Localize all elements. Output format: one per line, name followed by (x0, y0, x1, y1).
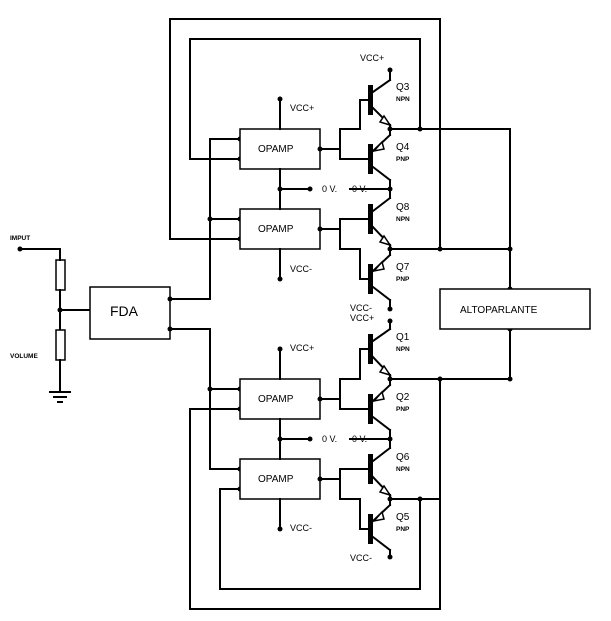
input-label: IMPUT (10, 235, 30, 242)
transistor-q1: Q1 NPN (359, 320, 410, 377)
svg-text:VCC+: VCC+ (290, 103, 314, 113)
opamp-1: OPAMP (239, 128, 321, 170)
svg-text:Q1: Q1 (396, 332, 410, 343)
speaker-block: ALTOPARLANTE (439, 128, 591, 382)
feedback-loops (169, 18, 441, 610)
svg-text:NPN: NPN (396, 216, 410, 223)
transistor-q6: Q6 NPN (359, 438, 410, 497)
svg-text:PNP: PNP (396, 276, 410, 283)
transistor-q4: Q4 PNP (359, 133, 410, 182)
svg-text:VCC-: VCC- (350, 303, 372, 313)
svg-text:Q2: Q2 (396, 392, 410, 403)
transistor-q3: Q3 NPN (359, 71, 410, 127)
svg-text:NPN: NPN (396, 466, 410, 473)
svg-text:Q4: Q4 (396, 142, 410, 153)
svg-text:OPAMP: OPAMP (258, 224, 294, 235)
input-network: IMPUT VOLUME (10, 235, 91, 403)
transistor-q8: Q8 NPN (359, 188, 410, 247)
volume-label: VOLUME (10, 353, 38, 360)
svg-text:0 V.: 0 V. (322, 434, 337, 444)
svg-text:Q8: Q8 (396, 202, 410, 213)
speaker-label: ALTOPARLANTE (460, 305, 538, 316)
fda-label: FDA (110, 303, 139, 319)
svg-text:PNP: PNP (396, 406, 410, 413)
svg-text:Q6: Q6 (396, 452, 410, 463)
transistor-q2: Q2 PNP (359, 383, 410, 432)
svg-text:OPAMP: OPAMP (258, 394, 294, 405)
transistor-q5: Q5 PNP (359, 503, 410, 552)
vcc-plus-top: VCC+ (360, 53, 384, 63)
svg-text:Q3: Q3 (396, 82, 410, 93)
opamp-supplies: VCC+ 0 V. VCC- VCC+ 0 V. VCC- (277, 96, 337, 533)
svg-text:0 V.: 0 V. (352, 434, 367, 444)
svg-text:NPN: NPN (396, 96, 410, 103)
transistor-q7: Q7 PNP (359, 253, 410, 302)
svg-text:VCC-: VCC- (350, 553, 372, 563)
svg-text:VCC+: VCC+ (290, 343, 314, 353)
opamp-2: OPAMP (239, 208, 321, 250)
svg-text:Q5: Q5 (396, 512, 410, 523)
svg-text:Q7: Q7 (396, 262, 410, 273)
volume-resistor (55, 329, 66, 361)
svg-text:VCC-: VCC- (290, 264, 312, 274)
svg-text:OPAMP: OPAMP (258, 474, 294, 485)
svg-text:OPAMP: OPAMP (258, 144, 294, 155)
svg-text:PNP: PNP (396, 156, 410, 163)
opamp-outputs (317, 128, 361, 500)
svg-text:VCC-: VCC- (290, 523, 312, 533)
svg-text:PNP: PNP (396, 526, 410, 533)
svg-text:0 V.: 0 V. (352, 184, 367, 194)
svg-text:NPN: NPN (396, 346, 410, 353)
input-resistor (55, 259, 66, 291)
svg-text:VCC+: VCC+ (350, 313, 374, 323)
opamp-4: OPAMP (239, 458, 321, 500)
opamp-3: OPAMP (239, 378, 321, 420)
svg-text:0 V.: 0 V. (322, 184, 337, 194)
fda-block: FDA (89, 138, 241, 470)
